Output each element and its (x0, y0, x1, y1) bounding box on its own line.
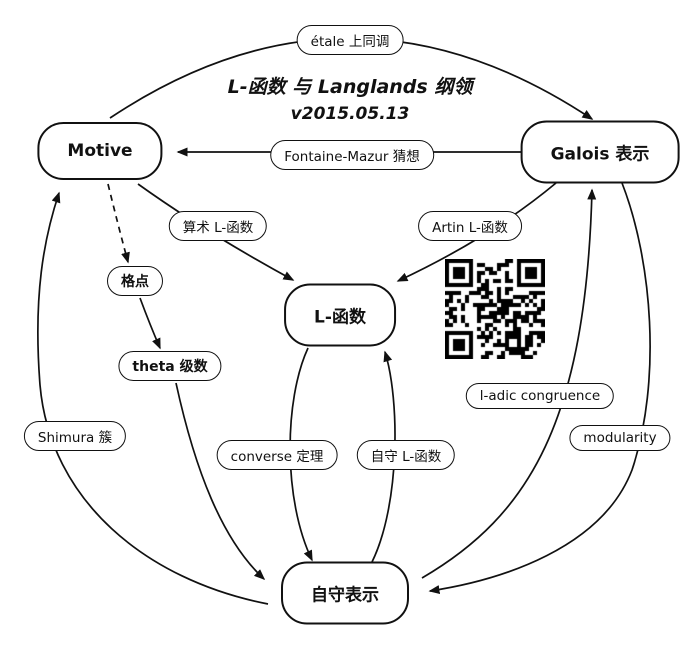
edge-label-shimura-variety: Shimura 簇 (23, 421, 127, 451)
edge-label-automorphic-l-function: 自守 L-函数 (356, 440, 456, 470)
title-line: L-函数 与 Langlands 纲领 (227, 75, 473, 98)
edge-automorphic-to-motive-shimura (36, 191, 269, 605)
node-automorphic-representation: 自守表示 (281, 561, 409, 625)
edge-label-l-adic-congruence: l-adic congruence (465, 383, 615, 409)
edge-label-fontaine-mazur: Fontaine-Mazur 猜想 (270, 140, 434, 170)
edge-theta-to-automorphic (175, 382, 266, 581)
node-motive: Motive (37, 122, 163, 180)
node-lattice: 格点 (107, 266, 163, 296)
node-theta-series: theta 级数 (118, 351, 222, 381)
diagram-title: L-函数 与 Langlands 纲领 v2015.05.13 (228, 74, 473, 126)
edge-label-artin-l-function: Artin L-函数 (418, 211, 522, 241)
edge-motive-to-lattice-dashed (107, 183, 130, 264)
edge-label-modularity: modularity (569, 425, 671, 451)
edge-automorphic-to-galois-ladic (421, 188, 597, 579)
edge-label-etale-cohomology: étale 上同调 (296, 25, 404, 55)
node-l-function: L-函数 (284, 283, 396, 347)
edge-label-converse-theorem: converse 定理 (216, 440, 338, 470)
node-galois-representation: Galois 表示 (520, 120, 680, 184)
edge-label-arithmetic-l-function: 算术 L-函数 (168, 211, 268, 241)
version-label: v2015.05.13 (290, 103, 410, 124)
qr-code (445, 259, 545, 359)
edge-lattice-to-theta (139, 297, 161, 350)
edge-galois-to-automorphic-modularity (428, 182, 651, 595)
